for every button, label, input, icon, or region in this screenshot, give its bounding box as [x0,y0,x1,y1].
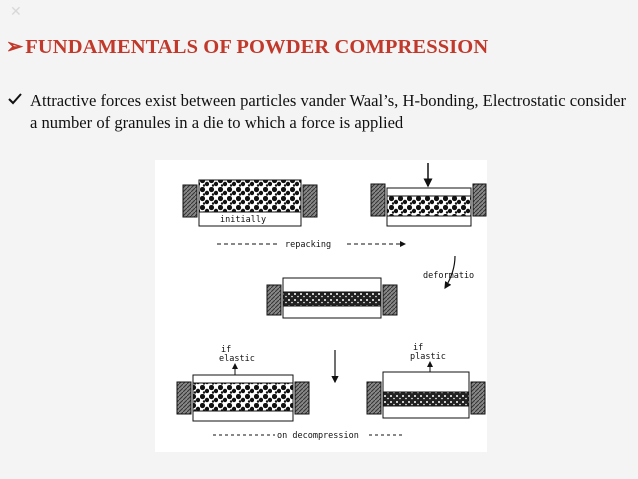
label-repacking: repacking [285,240,331,250]
die-stage-elastic [176,374,310,422]
label-deformation: deformatio [423,271,474,281]
slide-title: ➢FUNDAMENTALS OF POWDER COMPRESSION [6,34,488,59]
decorative-x-mark: ✕ [10,4,22,20]
die-stage-compressed [370,163,487,227]
label-if-elastic-1: if [221,345,231,355]
compression-diagram-svg: initially repacking deformatio [176,163,487,441]
bullet-item: Attractive forces exist between particle… [8,90,628,134]
label-if-plastic-1: if [413,343,423,353]
label-if-elastic-2: elastic [219,354,255,364]
bullet-text: Attractive forces exist between particle… [30,91,626,132]
label-if-plastic-2: plastic [410,352,446,362]
arrow-bullet-icon: ➢ [6,36,24,58]
slide-title-text: FUNDAMENTALS OF POWDER COMPRESSION [25,36,489,58]
die-stage-initially: initially [182,179,318,227]
compression-diagram: initially repacking deformatio [155,160,487,452]
die-stage-plastic [366,371,486,419]
label-decompression: on decompression [277,431,359,441]
die-stage-deformation [266,277,398,319]
label-initially: initially [220,215,266,225]
checkmark-icon [8,90,24,112]
